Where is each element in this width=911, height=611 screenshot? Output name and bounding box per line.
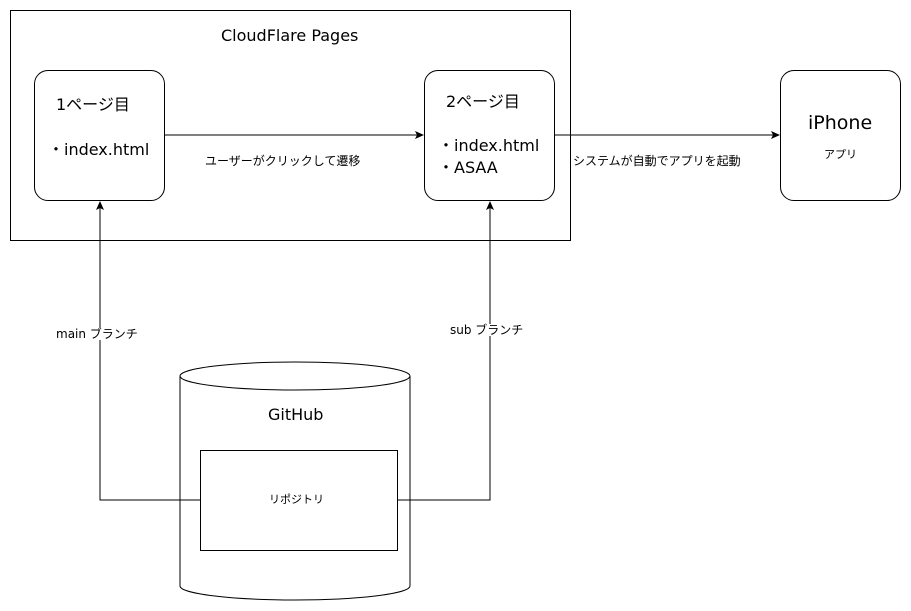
page2-item-asaa: ・ASAA	[438, 158, 498, 177]
page2-title: 2ページ目	[446, 92, 520, 111]
edge-label-page1-to-page2: ユーザーがクリックして遷移	[205, 154, 361, 168]
repository-node	[200, 450, 398, 551]
edge-label-page2-to-iphone: システムが自動でアプリを起動	[573, 154, 741, 168]
github-title: GitHub	[268, 405, 324, 424]
page1-item: ・index.html	[48, 140, 150, 159]
iphone-node	[780, 70, 901, 201]
page1-node	[34, 70, 165, 201]
edge-sub-branch	[397, 201, 494, 501]
page1-title: 1ページ目	[56, 95, 130, 114]
iphone-title: iPhone	[808, 112, 873, 134]
iphone-subtitle: アプリ	[824, 148, 857, 161]
edge-label-main-branch: main ブランチ	[55, 327, 139, 341]
cloudflare-pages-title: CloudFlare Pages	[221, 26, 359, 45]
edge-main-branch	[96, 201, 200, 501]
page2-item-index: ・index.html	[438, 136, 540, 155]
repository-label: リポジトリ	[269, 493, 324, 506]
edge-label-sub-branch: sub ブランチ	[449, 323, 525, 337]
page2-node	[424, 70, 555, 201]
